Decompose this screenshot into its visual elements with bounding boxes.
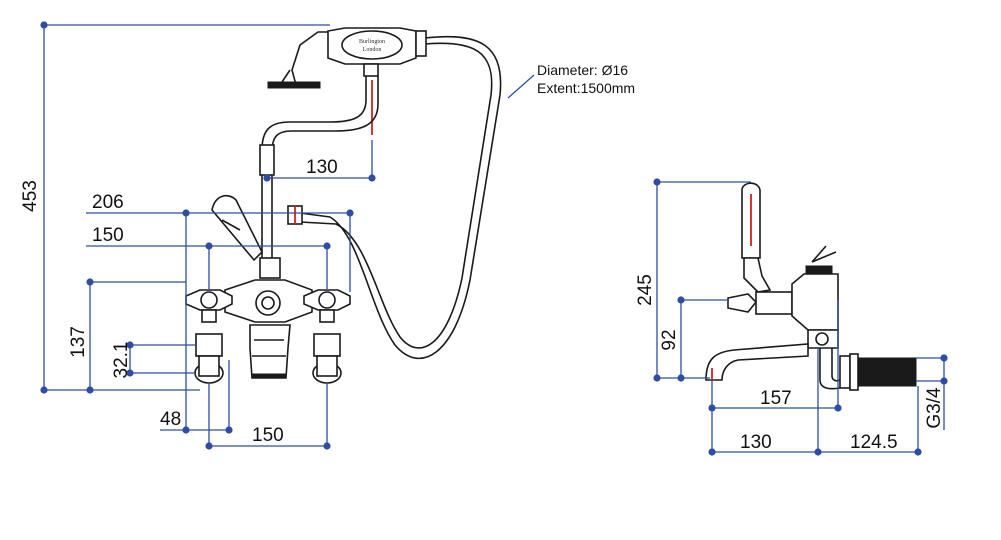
- dim-overall-height: 453: [20, 21, 330, 394]
- handset: Burlington London: [267, 27, 427, 135]
- front-view: Burlington London: [20, 21, 635, 450]
- dim-130-side-label: 130: [740, 432, 772, 453]
- dim-130-handset: 130: [263, 140, 376, 182]
- diverter-lever: [211, 194, 263, 262]
- shower-hose: [299, 35, 502, 360]
- dim-157: 157: [708, 300, 842, 452]
- side-view: 245 92 157 130: [635, 178, 948, 456]
- dim-206-label: 206: [92, 192, 124, 213]
- dim-453-label: 453: [20, 180, 41, 212]
- dim-124-5: 124.5: [818, 386, 922, 456]
- dim-245: 245: [635, 178, 751, 382]
- hose-note: Diameter: Ø16 Extent:1500mm: [507, 62, 635, 99]
- right-cross-handle: [303, 289, 351, 384]
- dim-48: 48: [160, 360, 233, 434]
- dim-48-label: 48: [160, 409, 181, 430]
- dim-92-label: 92: [659, 329, 680, 350]
- riser-pipe: [259, 76, 379, 279]
- dim-137: 137: [68, 278, 186, 394]
- dim-32-1: 32.1: [111, 341, 196, 378]
- dim-92: 92: [659, 296, 728, 382]
- dim-150-top: 150: [86, 225, 331, 290]
- dim-thread-label: G3/4: [924, 387, 945, 429]
- side-lever: [741, 182, 772, 293]
- side-valve-body: [791, 245, 839, 349]
- dim-32-1-label: 32.1: [111, 342, 132, 379]
- dim-130-handset-label: 130: [306, 157, 338, 178]
- valve-body: [224, 279, 313, 379]
- side-wall-connector: [819, 348, 917, 391]
- handset-sub: London: [363, 47, 382, 53]
- dim-thread: G3/4: [916, 354, 948, 430]
- dim-245-label: 245: [635, 274, 656, 306]
- dim-150-top-label: 150: [92, 225, 124, 246]
- dim-206: 206: [86, 192, 354, 430]
- dim-157-label: 157: [760, 388, 792, 409]
- dim-150-bottom: 150: [205, 383, 331, 450]
- side-spout: [705, 343, 809, 381]
- handset-brand: Burlington: [359, 39, 385, 45]
- dim-137-label: 137: [68, 326, 89, 358]
- dim-124-5-label: 124.5: [850, 432, 898, 453]
- left-cross-handle: [185, 289, 233, 384]
- hose-extent-label: Extent:1500mm: [537, 80, 635, 96]
- hose-diameter-label: Diameter: Ø16: [537, 62, 628, 78]
- side-cross-handle: [727, 291, 793, 315]
- dim-150-bottom-label: 150: [252, 425, 284, 446]
